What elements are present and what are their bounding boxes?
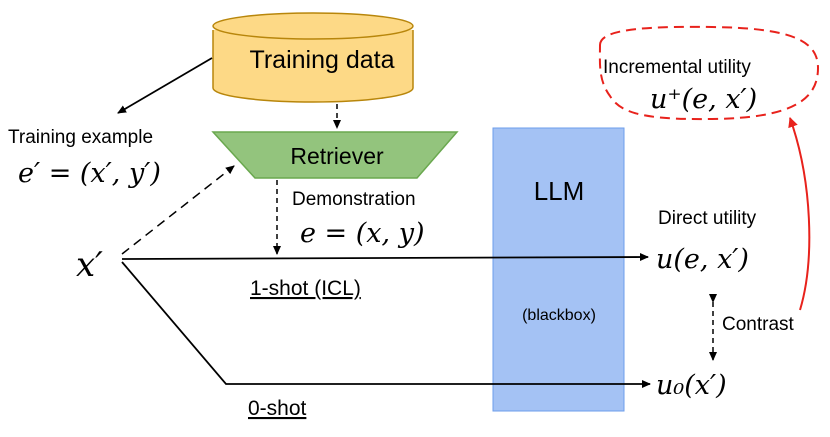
- retriever-box: [211, 131, 459, 179]
- training-example-label: Training example: [8, 127, 153, 148]
- llm-label: LLM: [534, 176, 585, 206]
- zero-shot-label: 0-shot: [248, 397, 307, 420]
- contrast-label: Contrast: [722, 314, 795, 335]
- one-shot-label: 1-shot (ICL): [250, 277, 361, 300]
- contrast-to-incremental-arrow: [788, 117, 811, 311]
- zero-shot-path-arrow: [121, 261, 651, 388]
- direct-utility-label: Direct utility: [658, 208, 757, 229]
- retriever-label: Retriever: [290, 143, 384, 169]
- input-to-retriever-arrow: [121, 165, 235, 255]
- training-example-arrow: [117, 57, 213, 114]
- incremental-utility-formula: u⁺(e, x′): [650, 84, 757, 115]
- llm-sublabel: (blackbox): [522, 307, 596, 324]
- demonstration-label: Demonstration: [292, 189, 416, 210]
- training-example-formula: e′ = (x′, y′): [18, 158, 161, 189]
- demonstration-formula: e = (x, y): [300, 218, 424, 249]
- direct-utility-formula: u(e, x′): [656, 244, 749, 275]
- incremental-utility-highlight: [598, 25, 820, 121]
- one-shot-path-arrow: [121, 253, 649, 262]
- incremental-utility-label: Incremental utility: [603, 57, 751, 78]
- input-symbol: x′: [76, 245, 103, 285]
- zero-shot-utility-formula: u₀(x′): [656, 370, 727, 401]
- training-data-cylinder: [212, 12, 414, 103]
- training-data-label: Training data: [250, 46, 395, 74]
- llm-box: [492, 127, 625, 412]
